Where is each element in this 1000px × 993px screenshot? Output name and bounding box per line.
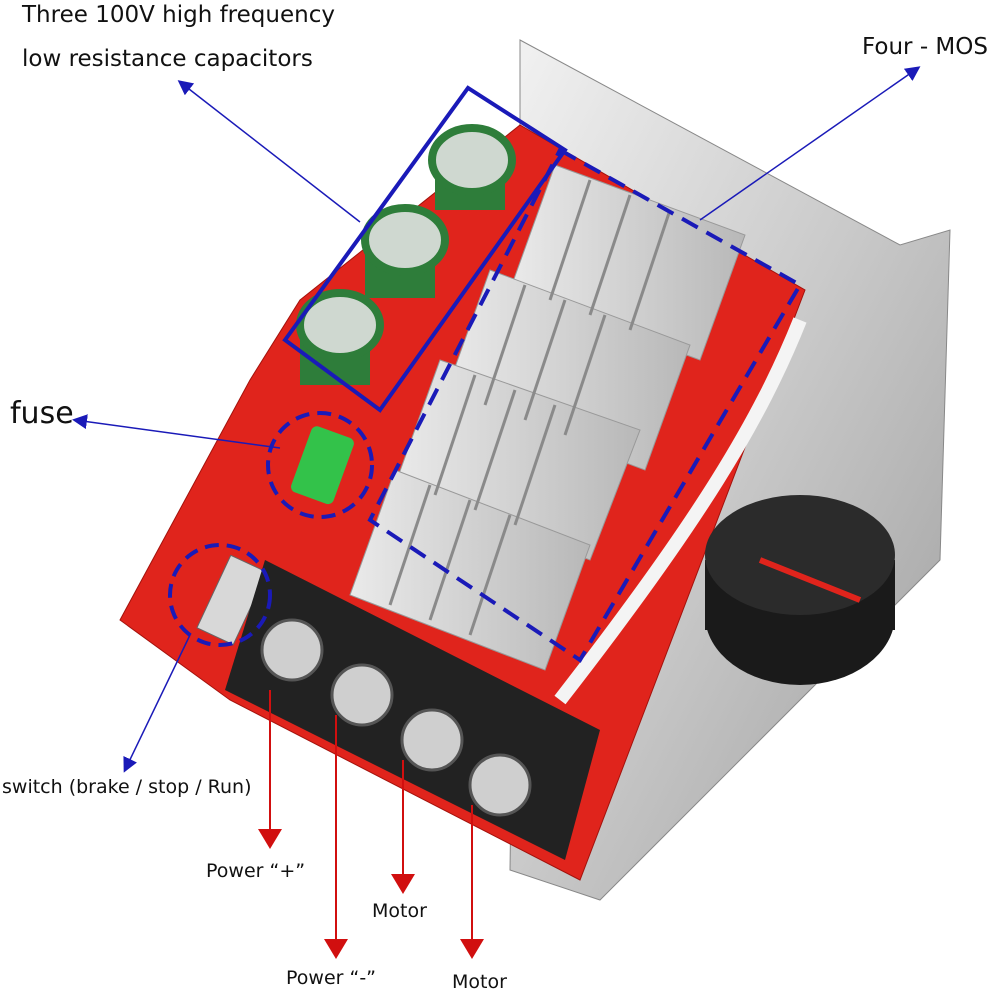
capacitors-label-line2: low resistance capacitors [22,46,313,72]
mos-highlight-box [367,147,803,663]
wires [554,317,807,705]
terminal-screws [260,618,532,817]
knob [705,495,895,685]
motor-2-label: Motor [452,971,507,993]
power-minus-label: Power “-” [286,967,377,989]
motor-1-label: Motor [372,900,427,922]
switch-label: switch (brake / stop / Run) [2,776,252,798]
capacitors-label-line1: Three 100V high frequency [22,2,335,28]
mos-arrow [699,66,921,221]
capacitors-highlight-box [282,85,568,413]
fuse-component [291,426,354,505]
switch-highlight-circle [168,543,272,647]
power-plus-label: Power “+” [206,860,306,882]
heatsinks [349,164,746,671]
fuse-label: fuse [10,396,74,431]
capacitors [296,124,516,385]
switch-arrow [123,634,191,773]
capacitors-arrow [177,80,361,223]
mos-label: Four - MOS [862,34,988,60]
fuse-arrow [72,414,281,449]
fuse-highlight-circle [266,411,374,519]
